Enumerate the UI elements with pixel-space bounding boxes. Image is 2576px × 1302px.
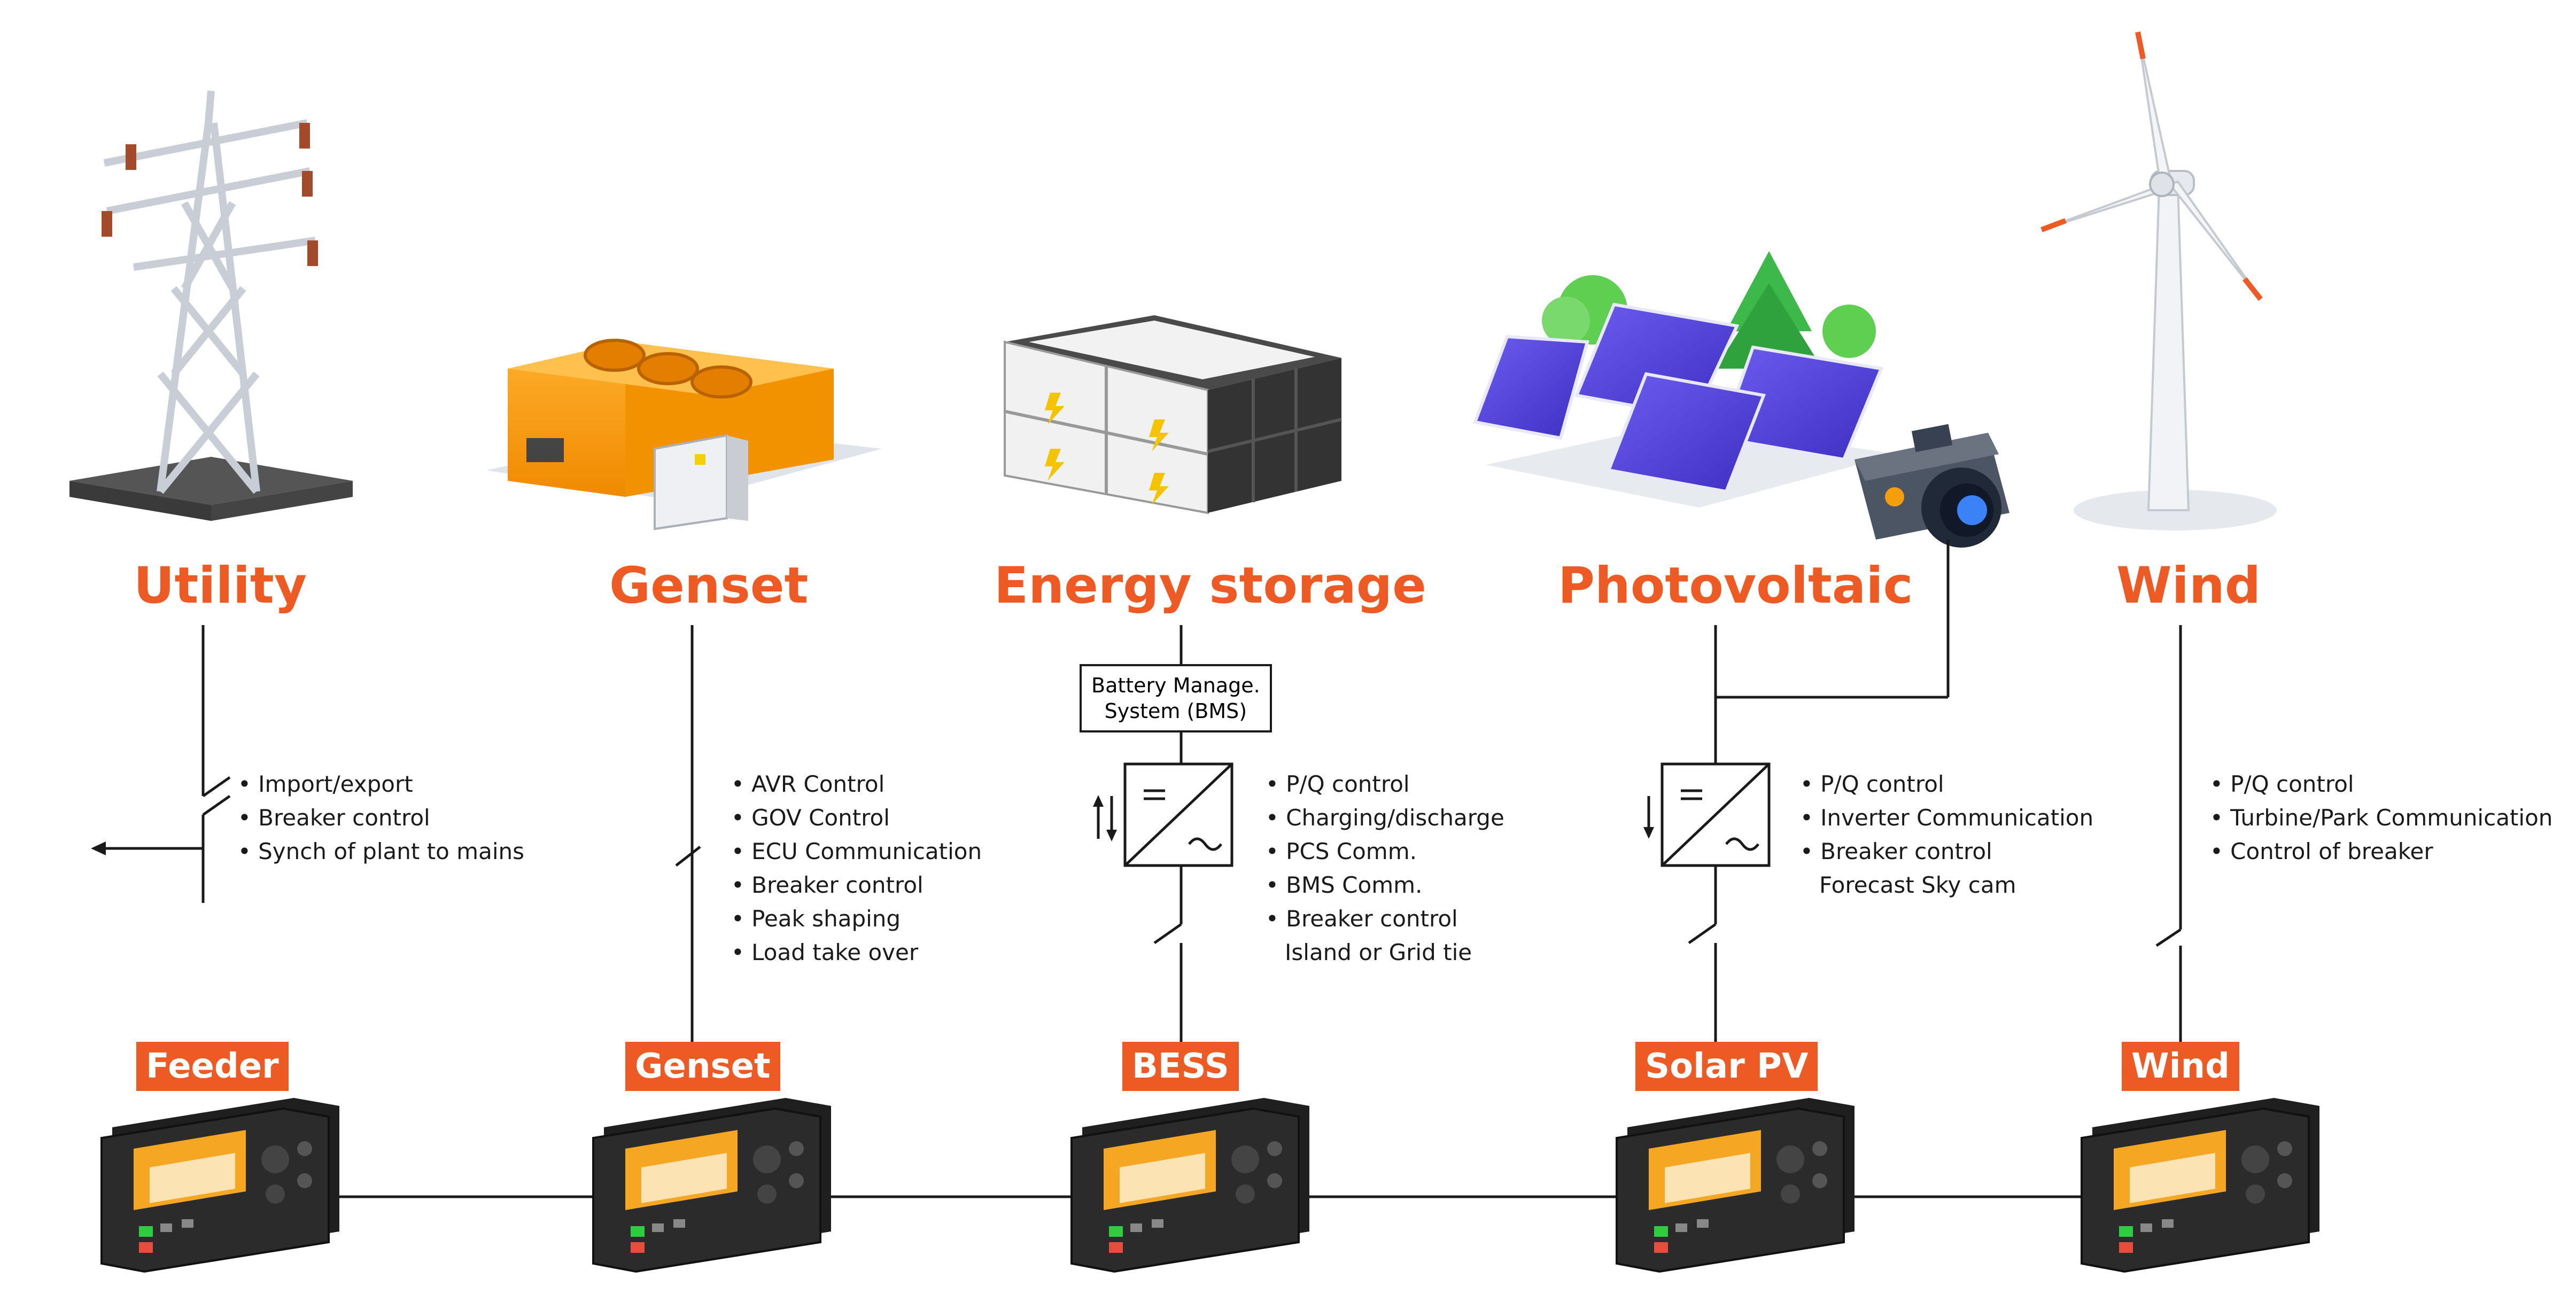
- bms-box: Battery Manage. System (BMS): [1080, 664, 1272, 732]
- controller-pv: [1616, 1097, 1856, 1273]
- bullets-pv: P/Q control Inverter Communication Break…: [1800, 767, 2093, 902]
- bullet-item: Load take over: [731, 935, 982, 969]
- title-utility: Utility: [134, 557, 307, 615]
- title-wind: Wind: [2116, 557, 2261, 615]
- tag-feeder: Feeder: [136, 1042, 289, 1091]
- bullet-item: GOV Control: [731, 801, 982, 835]
- bullet-item: Breaker control: [238, 801, 524, 835]
- bullet-item: ECU Communication: [731, 835, 982, 868]
- bullet-continuation: Forecast Sky cam: [1819, 872, 2016, 898]
- transmission-tower-icon: [69, 90, 353, 521]
- bullet-item: Charging/discharge: [1266, 801, 1504, 835]
- title-photovoltaic: Photovoltaic: [1558, 557, 1913, 615]
- bullets-storage: P/Q control Charging/discharge PCS Comm.…: [1266, 767, 1504, 969]
- single-line-circuit: [96, 540, 2182, 1198]
- bms-line-1: Battery Manage.: [1091, 674, 1260, 697]
- solar-panels-icon: [1472, 251, 1897, 508]
- pv-inverter-symbol: [1643, 762, 1771, 867]
- tag-genset: Genset: [625, 1042, 780, 1091]
- title-energy-storage: Energy storage: [994, 557, 1426, 615]
- tag-bess: BESS: [1122, 1042, 1239, 1091]
- tag-solar-pv: Solar PV: [1635, 1042, 1818, 1091]
- controller-wind: [2081, 1097, 2321, 1273]
- bullets-genset: AVR Control GOV Control ECU Communicatio…: [731, 767, 982, 969]
- bms-line-2: System (BMS): [1104, 699, 1247, 723]
- bullet-item: Peak shaping: [731, 902, 982, 935]
- tag-wind: Wind: [2122, 1042, 2239, 1091]
- bullet-item: BMS Comm.: [1266, 868, 1504, 902]
- bullet-item: Breaker control: [1266, 902, 1504, 935]
- bullet-item: Inverter Communication: [1800, 801, 2093, 835]
- bullet-item: Breaker control: [731, 868, 982, 902]
- bullet-item: Control of breaker: [2210, 835, 2552, 868]
- wind-turbine-icon: [2040, 32, 2277, 531]
- bullet-item: Synch of plant to mains: [238, 835, 524, 868]
- genset-icon: [486, 339, 882, 531]
- bullet-item: PCS Comm.: [1266, 835, 1504, 868]
- bullets-utility: Import/export Breaker control Synch of p…: [238, 767, 524, 868]
- bullets-wind: P/Q control Turbine/Park Communication C…: [2210, 767, 2552, 868]
- controller-storage: [1070, 1097, 1310, 1273]
- bullet-item: P/Q control: [1800, 767, 2093, 801]
- battery-storage-icon: [1004, 315, 1342, 514]
- bullet-item: P/Q control: [1266, 767, 1504, 801]
- controller-genset: [592, 1097, 832, 1273]
- sky-camera-icon: [1855, 424, 2009, 548]
- bullet-continuation: Island or Grid tie: [1285, 939, 1472, 965]
- bullet-item: Import/export: [238, 767, 524, 801]
- bullet-item: AVR Control: [731, 767, 982, 801]
- bullet-item: Turbine/Park Communication: [2210, 801, 2552, 835]
- storage-inverter-symbol: [1093, 762, 1233, 867]
- controller-utility: [100, 1097, 340, 1273]
- title-genset: Genset: [609, 557, 809, 615]
- bullet-item: Breaker control: [1800, 835, 2093, 868]
- bullet-item: P/Q control: [2210, 767, 2552, 801]
